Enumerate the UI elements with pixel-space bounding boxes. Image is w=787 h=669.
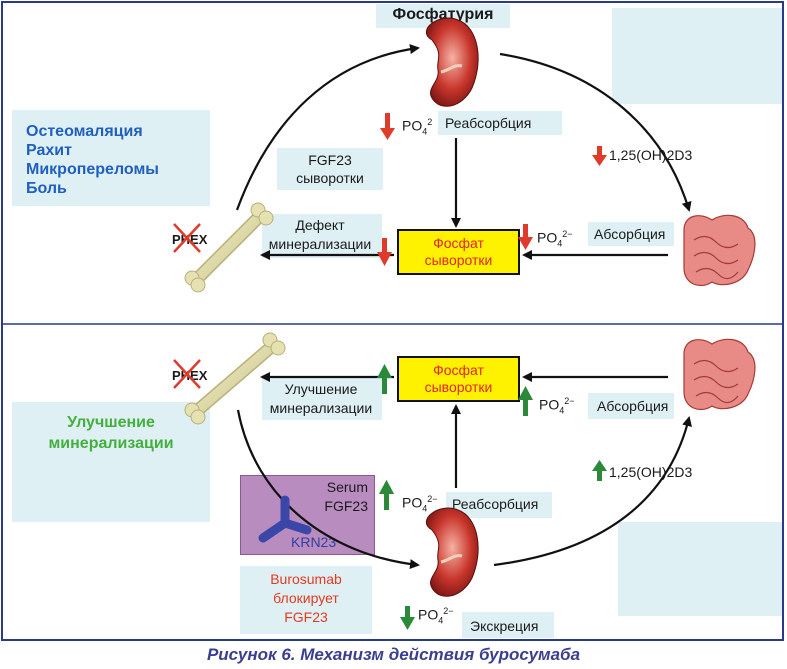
krn23-label: KRN23 — [291, 534, 337, 550]
fosfaturia-title: Фосфатурия — [392, 6, 494, 23]
po4-reab-label: PO42− — [402, 494, 438, 514]
fgf23-line: FGF23 — [308, 152, 352, 168]
phosphate-top-line2: сыворотки — [424, 252, 493, 268]
reabsorption-top-label: Реабсорбция — [445, 115, 532, 131]
burosumab-label: Burosumab блокирует FGF23 — [240, 570, 372, 627]
intestine-top-icon — [683, 214, 756, 287]
down-arrow-vitd-top-icon — [592, 146, 607, 166]
burosumab-line2: блокирует — [273, 590, 339, 606]
bone-top-icon — [184, 202, 274, 293]
po4-mid-top-label: PO42− — [537, 229, 573, 249]
improve-label: Улучшение минерализации — [262, 380, 380, 418]
top-right-empty-box — [612, 8, 782, 104]
green-title: Улучшение минерализации — [12, 412, 210, 454]
burosumab-line1: Burosumab — [270, 571, 342, 587]
improve-line1: Улучшение — [284, 381, 358, 397]
disease-item-pain: Боль — [26, 180, 67, 197]
defect-line1: Дефект — [295, 217, 345, 233]
phosphate-bottom-line2: сыворотки — [424, 379, 493, 395]
phosphate-bottom-box: Фосфат сыворотки — [397, 356, 520, 402]
reabsorption-bottom-label: Реабсорбция — [452, 496, 539, 512]
vitd-bottom-label: 1,25(OH)2D3 — [609, 464, 693, 480]
vitd-top-label: 1,25(OH)2D3 — [609, 147, 693, 163]
po4-top-label: PO42 — [402, 117, 433, 137]
up-arrow-po4-mid-bottom-icon — [518, 386, 533, 416]
serum-fgf23-label: Serum FGF23 — [318, 478, 368, 516]
absorption-top-label: Абсорбция — [594, 226, 666, 242]
disease-item-osteomalacia: Остеомаляция — [26, 123, 143, 140]
up-arrow-po4-reab-icon — [379, 480, 394, 494]
up-arrow-vitd-bottom-icon — [592, 460, 607, 481]
phex-bottom-label: PHEX — [172, 368, 208, 383]
serum-line: сыворотки — [296, 170, 364, 186]
phosphate-top-box: Фосфат сыворотки — [397, 229, 520, 275]
down-arrow-po4-mid-icon — [518, 224, 533, 250]
excretion-label: Экскреция — [470, 618, 539, 634]
phosphate-top-line1: Фосфат — [433, 235, 484, 251]
figure-caption: Рисунок 6. Механизм действия буросумаба — [206, 645, 581, 664]
bottom-right-empty-box — [618, 522, 782, 616]
defect-label: Дефект минерализации — [262, 216, 378, 254]
fgf23-serum-label: FGF23 сыворотки — [277, 151, 383, 187]
phosphate-bottom-line1: Фосфат — [433, 362, 484, 378]
fgf23-bottom-line: FGF23 — [324, 498, 368, 514]
serum-line: Serum — [326, 479, 368, 495]
improve-line2: минерализации — [269, 400, 373, 416]
kidney-top-icon — [425, 17, 479, 107]
defect-line2: минерализации — [268, 236, 372, 252]
po4-mid-bottom-label: PO42− — [539, 396, 575, 416]
green-title-line1: Улучшение — [67, 414, 155, 431]
left-disease-list: Остеомаляция Рахит Микропереломы Боль — [26, 122, 159, 198]
down-arrow-excretion-icon — [400, 606, 415, 630]
burosumab-line3: FGF23 — [284, 609, 328, 625]
kidney-bottom-icon — [425, 507, 479, 597]
phex-top-label: PHEX — [172, 232, 208, 247]
po4-exc-label: PO42− — [418, 606, 454, 626]
absorption-bottom-label: Абсорбция — [597, 398, 669, 414]
green-title-line2: минерализации — [48, 435, 174, 452]
up-arrow-serum-fgf23-icon — [379, 480, 394, 510]
disease-item-microfractures: Микропереломы — [26, 161, 159, 178]
down-arrow-po4-top-icon — [380, 113, 395, 140]
intestine-bottom-icon — [683, 338, 756, 411]
disease-item-rickets: Рахит — [26, 142, 72, 159]
